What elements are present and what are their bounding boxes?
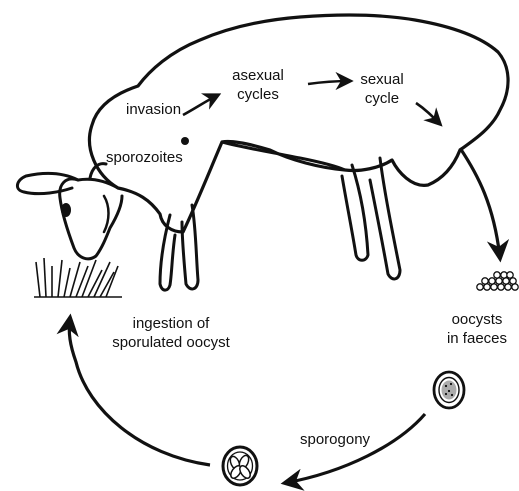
- asexual-cycles-line2: cycles: [222, 85, 294, 104]
- ingestion-line1: ingestion of: [100, 314, 242, 333]
- asexual-cycles-label: asexual cycles: [222, 66, 294, 104]
- sheep-illustration-icon: [17, 15, 508, 290]
- grass-tuft-icon: [34, 258, 122, 297]
- asexual-to-sexual-arrow: [308, 81, 350, 84]
- asexual-cycles-line1: asexual: [222, 66, 294, 85]
- ingestion-label: ingestion of sporulated oocyst: [100, 314, 242, 352]
- sexual-cycle-line1: sexual: [354, 70, 410, 89]
- invasion-label: invasion: [126, 100, 181, 119]
- sexual-to-exit-arrow: [416, 103, 440, 124]
- sporulated-oocyst-icon: [223, 447, 257, 485]
- sexual-cycle-line2: cycle: [354, 89, 410, 108]
- oocysts-in-faeces-label: oocysts in faeces: [438, 310, 516, 348]
- sporogony-label: sporogony: [300, 430, 370, 449]
- shedding-arrow: [460, 148, 500, 258]
- unsporulated-oocyst-icon: [434, 372, 464, 408]
- oocysts-in-faeces-line2: in faeces: [438, 329, 516, 348]
- invasion-arrow: [183, 95, 218, 115]
- oocysts-in-faeces-line1: oocysts: [438, 310, 516, 329]
- sexual-cycle-label: sexual cycle: [354, 70, 410, 108]
- faeces-pellets-icon: [477, 272, 518, 290]
- sporozoites-label: sporozoites: [106, 148, 183, 167]
- ingestion-line2: sporulated oocyst: [100, 333, 242, 352]
